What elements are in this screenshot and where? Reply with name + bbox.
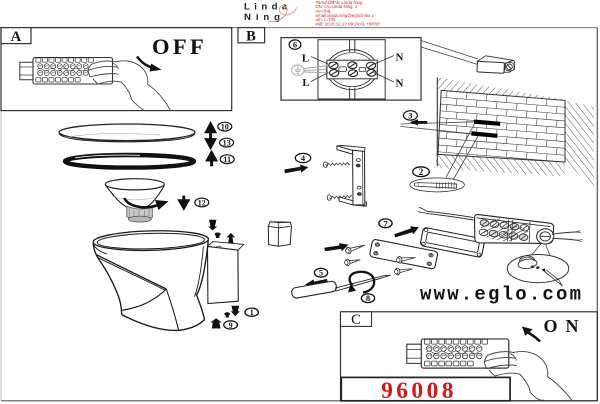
svg-text:13: 13 xyxy=(223,139,231,148)
svg-text:11: 11 xyxy=(223,155,231,164)
svg-text:N: N xyxy=(396,51,404,63)
svg-text:ON: ON xyxy=(544,316,587,336)
svg-text:2: 2 xyxy=(419,167,424,177)
svg-text:om, c=CN: om, c=CN xyxy=(316,17,336,22)
svg-text:email=linda.ning@eglochina.c: email=linda.ning@eglochina.c xyxy=(316,13,375,18)
svg-text:9: 9 xyxy=(229,321,233,330)
svg-text:10: 10 xyxy=(221,123,229,132)
svg-text:8: 8 xyxy=(366,293,370,303)
svg-text:#@: 2016.12.13 09:24:01 +08'00: #@: 2016.12.13 09:24:01 +08'00' xyxy=(316,22,381,27)
svg-text:ou=3nd,: ou=3nd, xyxy=(316,9,332,14)
svg-text:Linda: Linda xyxy=(244,1,292,12)
svg-text:5: 5 xyxy=(319,268,323,278)
svg-text:www.eglo.com: www.eglo.com xyxy=(420,284,583,306)
svg-text:OFF: OFF xyxy=(152,34,207,59)
svg-text:A: A xyxy=(11,29,22,45)
svg-text:3: 3 xyxy=(408,111,412,121)
svg-text:L: L xyxy=(302,52,309,64)
svg-text:#&%Z@$*&: Linda Ning: #&%Z@$*&: Linda Ning xyxy=(316,0,363,5)
svg-text:DN: cn=Linda Ning, o,: DN: cn=Linda Ning, o, xyxy=(316,4,359,9)
svg-text:6: 6 xyxy=(293,40,297,50)
svg-text:L: L xyxy=(302,77,309,89)
svg-text:C: C xyxy=(351,312,361,328)
svg-text:1: 1 xyxy=(250,308,254,317)
svg-text:N: N xyxy=(396,77,404,89)
svg-text:4: 4 xyxy=(301,153,306,163)
svg-text:B: B xyxy=(246,28,256,44)
svg-text:12: 12 xyxy=(198,199,206,208)
svg-text:96008: 96008 xyxy=(381,378,457,404)
svg-text:Ning: Ning xyxy=(244,12,285,23)
svg-text:7: 7 xyxy=(383,218,388,228)
